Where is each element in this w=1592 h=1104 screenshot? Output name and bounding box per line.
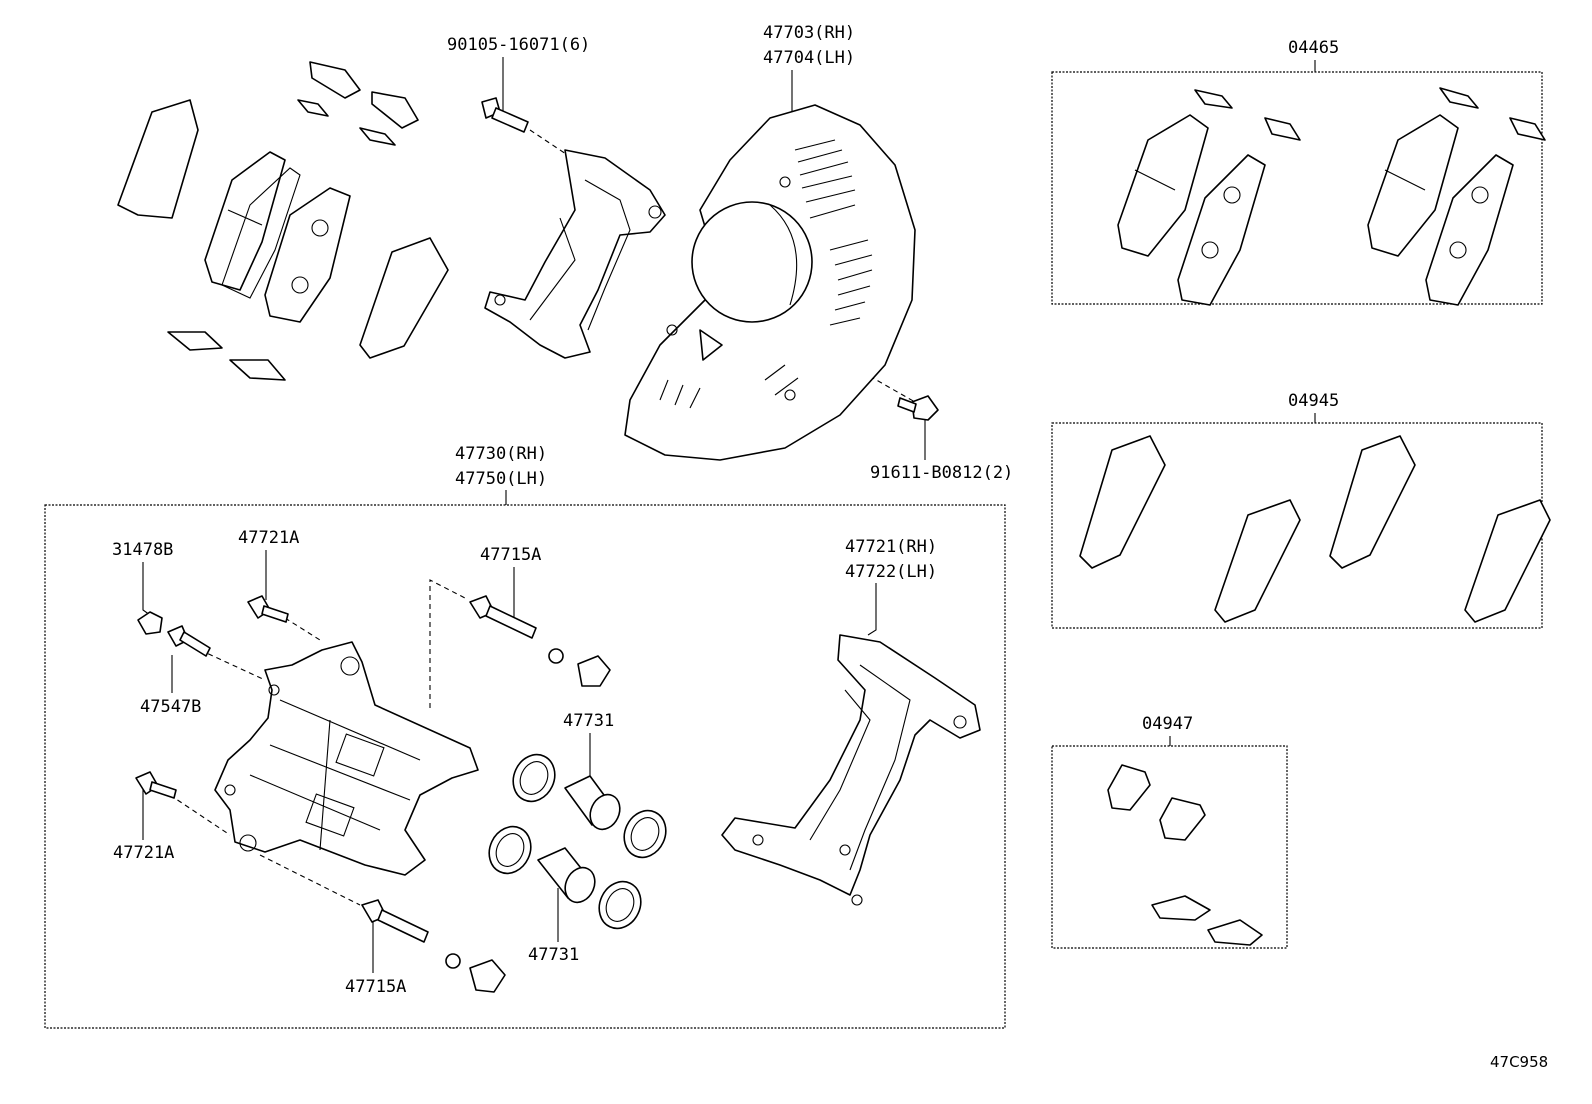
label-dust-cover-rh: 47703(RH) — [763, 23, 855, 43]
caliper-mounting-icon — [721, 634, 981, 906]
piston-seal-bottom-icon — [488, 825, 532, 875]
label-pad-kit-04947: 04947 — [1142, 714, 1193, 734]
pad-kit-04947-contents — [1107, 764, 1263, 946]
torque-plate-upper-icon — [484, 149, 666, 359]
caliper-body-icon — [214, 641, 479, 876]
caliper-assembly-box — [44, 504, 1006, 1029]
pad-kit-04945-contents — [1079, 435, 1551, 623]
label-pin-top: 47715A — [480, 545, 541, 565]
label-bolt-a-top: 47721A — [238, 528, 299, 548]
label-cap: 31478B — [112, 540, 173, 560]
piston-boot-top-icon — [623, 809, 667, 859]
label-caliper-rh: 47730(RH) — [455, 444, 547, 464]
piston-top-icon — [564, 775, 621, 831]
bleeder-plug-icon — [167, 625, 211, 657]
label-mounting-lh: 47722(LH) — [845, 562, 937, 582]
label-piston-bottom: 47731 — [528, 945, 579, 965]
label-diagram-code: 47C958 — [1490, 1053, 1548, 1071]
label-dust-cover-lh: 47704(LH) — [763, 48, 855, 68]
bleeder-cap-icon — [137, 611, 163, 635]
label-piston-top: 47731 — [563, 711, 614, 731]
label-bolt-a-bottom: 47721A — [113, 843, 174, 863]
dust-cover-icon — [624, 104, 916, 461]
pad-clip-1-icon — [309, 61, 361, 99]
shim-outer-left-icon — [117, 99, 199, 219]
slide-pin-top-icon — [469, 595, 537, 639]
bolt-90105-icon — [481, 97, 529, 133]
label-pad-kit-04945: 04945 — [1288, 391, 1339, 411]
label-cover-bolt: 91611-B0812(2) — [870, 463, 1013, 483]
shim-inner-right-icon — [359, 237, 449, 359]
pin-boot-bottom-icon — [445, 953, 506, 993]
brake-pad-outer-icon — [264, 187, 351, 323]
pin-boot-top-icon — [548, 648, 611, 687]
pad-clip-2-icon — [297, 99, 329, 117]
label-pad-kit-04465: 04465 — [1288, 38, 1339, 58]
label-bleeder: 47547B — [140, 697, 201, 717]
pad-clip-3-icon — [371, 91, 419, 129]
label-mounting-rh: 47721(RH) — [845, 537, 937, 557]
piston-bottom-icon — [537, 847, 596, 904]
bolt-47721a-bottom-icon — [135, 771, 177, 799]
pad-kit-04465-contents — [1117, 87, 1546, 306]
label-pin-bottom: 47715A — [345, 977, 406, 997]
upper-pad-set — [117, 61, 449, 381]
brake-pad-inner-icon — [204, 151, 286, 291]
pad-clip-5-icon — [167, 331, 223, 351]
slide-pin-bottom-icon — [361, 899, 429, 943]
pad-clip-6-icon — [229, 359, 286, 381]
pad-kit-04465-box — [1051, 71, 1543, 305]
label-caliper-lh: 47750(LH) — [455, 469, 547, 489]
cover-bolt-icon — [897, 395, 939, 421]
bolt-47721a-top-icon — [247, 595, 289, 623]
piston-seal-top-icon — [512, 753, 556, 803]
piston-boot-bottom-icon — [598, 880, 642, 930]
label-bolt-upper: 90105-16071(6) — [447, 35, 590, 55]
pad-clip-4-icon — [359, 127, 396, 146]
